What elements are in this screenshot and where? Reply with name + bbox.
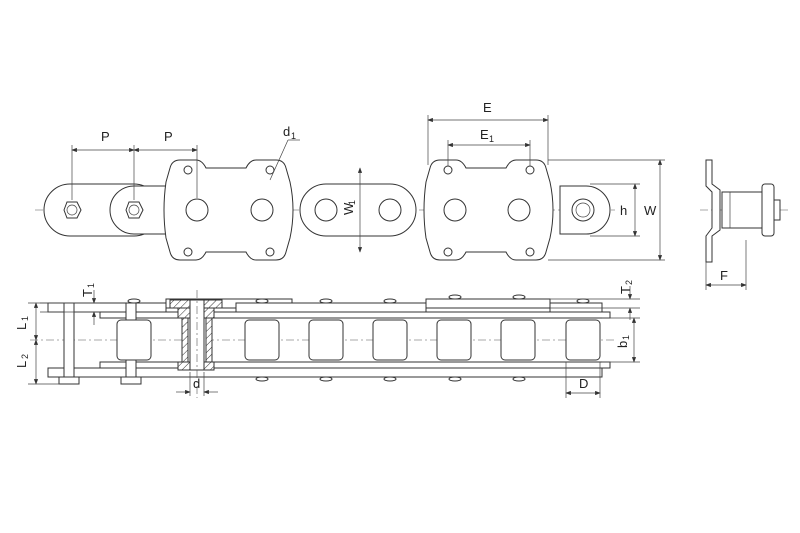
lower-length-label: L xyxy=(14,361,29,368)
inner-width-b-label: b xyxy=(615,341,630,348)
rollers xyxy=(116,319,601,361)
attachment-plate xyxy=(423,159,554,261)
svg-text:2: 2 xyxy=(20,354,30,359)
svg-text:1: 1 xyxy=(347,200,357,205)
svg-text:1: 1 xyxy=(621,335,631,340)
attachment-thickness-label: T xyxy=(618,286,633,294)
svg-text:1: 1 xyxy=(86,283,96,288)
nut xyxy=(63,201,82,219)
side-offset-label: F xyxy=(720,268,728,283)
pitch-label: P xyxy=(101,129,110,144)
plate-thickness-label: T xyxy=(80,289,95,297)
upper-length-label: L xyxy=(14,323,29,330)
hole-span-label: E xyxy=(480,127,489,142)
roller-diameter-label: D xyxy=(579,376,588,391)
nut xyxy=(125,201,144,219)
pitch-label: P xyxy=(164,129,173,144)
pin-holes xyxy=(185,198,595,222)
sectioned-pin xyxy=(169,290,223,398)
top-view: P P d 1 E E 1 W 1 h W xyxy=(35,100,665,261)
svg-text:1: 1 xyxy=(291,131,296,141)
attachment-hole-label: d xyxy=(283,124,290,139)
attachment-holes xyxy=(183,165,535,257)
section-view: T 1 L 1 L 2 d T 2 b 1 D xyxy=(14,280,640,398)
svg-text:1: 1 xyxy=(489,134,494,144)
inner-width-label: W xyxy=(341,202,356,215)
svg-text:2: 2 xyxy=(624,280,634,285)
overall-width-label: W xyxy=(644,203,657,218)
pin-diameter-label: d xyxy=(193,376,200,391)
svg-text:1: 1 xyxy=(20,316,30,321)
attachment-span-label: E xyxy=(483,100,492,115)
attachment-plate xyxy=(163,159,294,261)
end-view: F xyxy=(700,159,790,290)
pin-ends xyxy=(127,294,590,382)
hole-height-label: h xyxy=(620,203,627,218)
